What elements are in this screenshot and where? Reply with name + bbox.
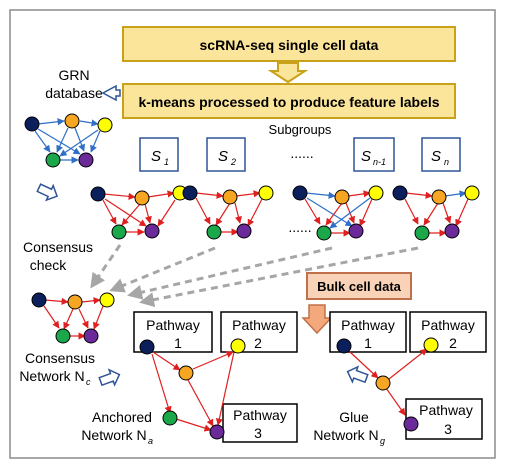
subgroup-network (392, 185, 480, 241)
glue-network-subscript: g (380, 436, 385, 446)
glue-network-label-2: Network N (313, 427, 378, 443)
consensus-network (31, 292, 115, 344)
left-arrow-icon (101, 84, 121, 102)
node-purple (78, 152, 94, 168)
scrna-banner (122, 26, 456, 62)
node-yellow (97, 117, 113, 133)
subgroup-index: n (444, 157, 449, 167)
grn-label: GRN (58, 67, 89, 83)
subgroup-box: S 2 (206, 137, 246, 172)
pathway-number: 1 (364, 335, 372, 351)
consensus-network-subscript: c (86, 377, 91, 387)
grn-database-network (24, 113, 113, 168)
pathway-label: Pathway (146, 317, 200, 333)
pathway-label: Pathway (232, 317, 286, 333)
subgroup-network (90, 185, 188, 240)
subgroup-letter: S (431, 148, 441, 165)
pathway-box (133, 311, 213, 353)
subgroup-letter: S (361, 148, 371, 165)
subgroup-ellipsis: ...... (290, 145, 313, 161)
scrna-banner-text: scRNA-seq single cell data (200, 37, 379, 53)
right-arrow-icon (98, 368, 121, 387)
kmeans-banner (122, 83, 456, 119)
database-label: database (45, 85, 103, 101)
pathway-number: 2 (254, 335, 262, 351)
anchored-network: Pathway 1 Pathway 2 Pathway 3 (133, 311, 298, 443)
pathway-box (222, 403, 298, 443)
node-orange (64, 113, 80, 129)
consensus-network-label-2: Network N (19, 368, 84, 384)
subgroup-letter: S (151, 148, 161, 165)
pathway-box (409, 311, 487, 353)
subgroup-index: n-1 (373, 157, 386, 167)
subgroup-index: 2 (230, 157, 236, 167)
consensus-network-label: Consensus (25, 350, 95, 366)
left-arrow-icon (346, 365, 369, 384)
pathway-label: Pathway (421, 317, 475, 333)
subgroups-label: Subgroups (269, 122, 332, 137)
node-navy (24, 116, 40, 132)
consensus-arrows (90, 244, 419, 308)
subgroup-index: 1 (164, 157, 169, 167)
pathway-label: Pathway (341, 317, 395, 333)
bulk-banner (306, 272, 412, 300)
subgroup-box: S n (421, 137, 461, 172)
bulk-down-arrow-icon (301, 304, 333, 335)
bulk-banner-text: Bulk cell data (317, 279, 402, 294)
glue-network-label: Glue (339, 409, 369, 425)
consensus-check-label: Consensus (23, 239, 93, 255)
subgroup-letter: S (218, 148, 228, 165)
network-ellipsis: ...... (288, 219, 311, 235)
node-green (45, 152, 61, 168)
right-arrow-icon (36, 183, 59, 202)
pathway-number: 1 (174, 335, 182, 351)
kmeans-banner-text: k-means processed to produce feature lab… (138, 94, 439, 110)
glue-network: Pathway 1 Pathway 2 Pathway 3 (329, 311, 487, 440)
pathway-label: Pathway (233, 407, 287, 423)
pathway-number: 3 (254, 425, 262, 441)
consensus-check-label-2: check (30, 257, 68, 273)
subgroup-box: S 1 (139, 137, 179, 172)
pathway-label: Pathway (419, 402, 473, 418)
anchored-network-label: Anchored (92, 409, 152, 425)
pathway-number: 2 (449, 335, 457, 351)
anchored-network-label-2: Network N (81, 427, 146, 443)
subgroup-box: S n-1 (353, 137, 395, 172)
down-arrow-icon (267, 62, 309, 84)
subgroup-network (182, 185, 274, 240)
anchored-network-subscript: a (148, 436, 153, 446)
pathway-number: 3 (444, 421, 452, 437)
subgroup-network (292, 185, 384, 241)
